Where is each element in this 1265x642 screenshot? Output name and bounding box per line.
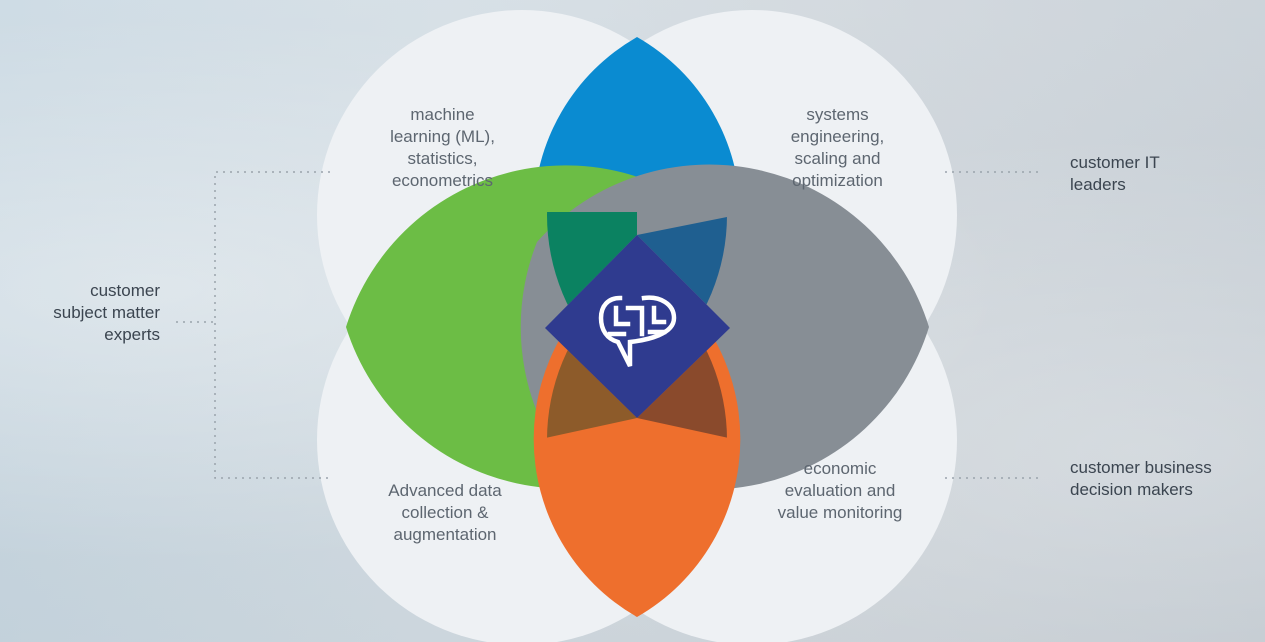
- label-economic-evaluation: economic evaluation and value monitoring: [777, 459, 903, 522]
- connector-left-top: [214, 171, 330, 479]
- label-machine-learning: machine learning (ML), statistics, econo…: [390, 105, 495, 190]
- brain-maze-speech-bubble-icon: [598, 295, 677, 368]
- center-region: [545, 235, 730, 418]
- label-advanced-data: Advanced data collection & augmentation: [388, 481, 502, 544]
- label-customer-business: customer business decision makers: [1070, 458, 1212, 499]
- label-customer-it: customer IT leaders: [1070, 153, 1160, 194]
- label-systems-engineering: systems engineering, scaling and optimiz…: [790, 105, 885, 190]
- label-customer-sme: customer subject matter experts: [53, 281, 160, 344]
